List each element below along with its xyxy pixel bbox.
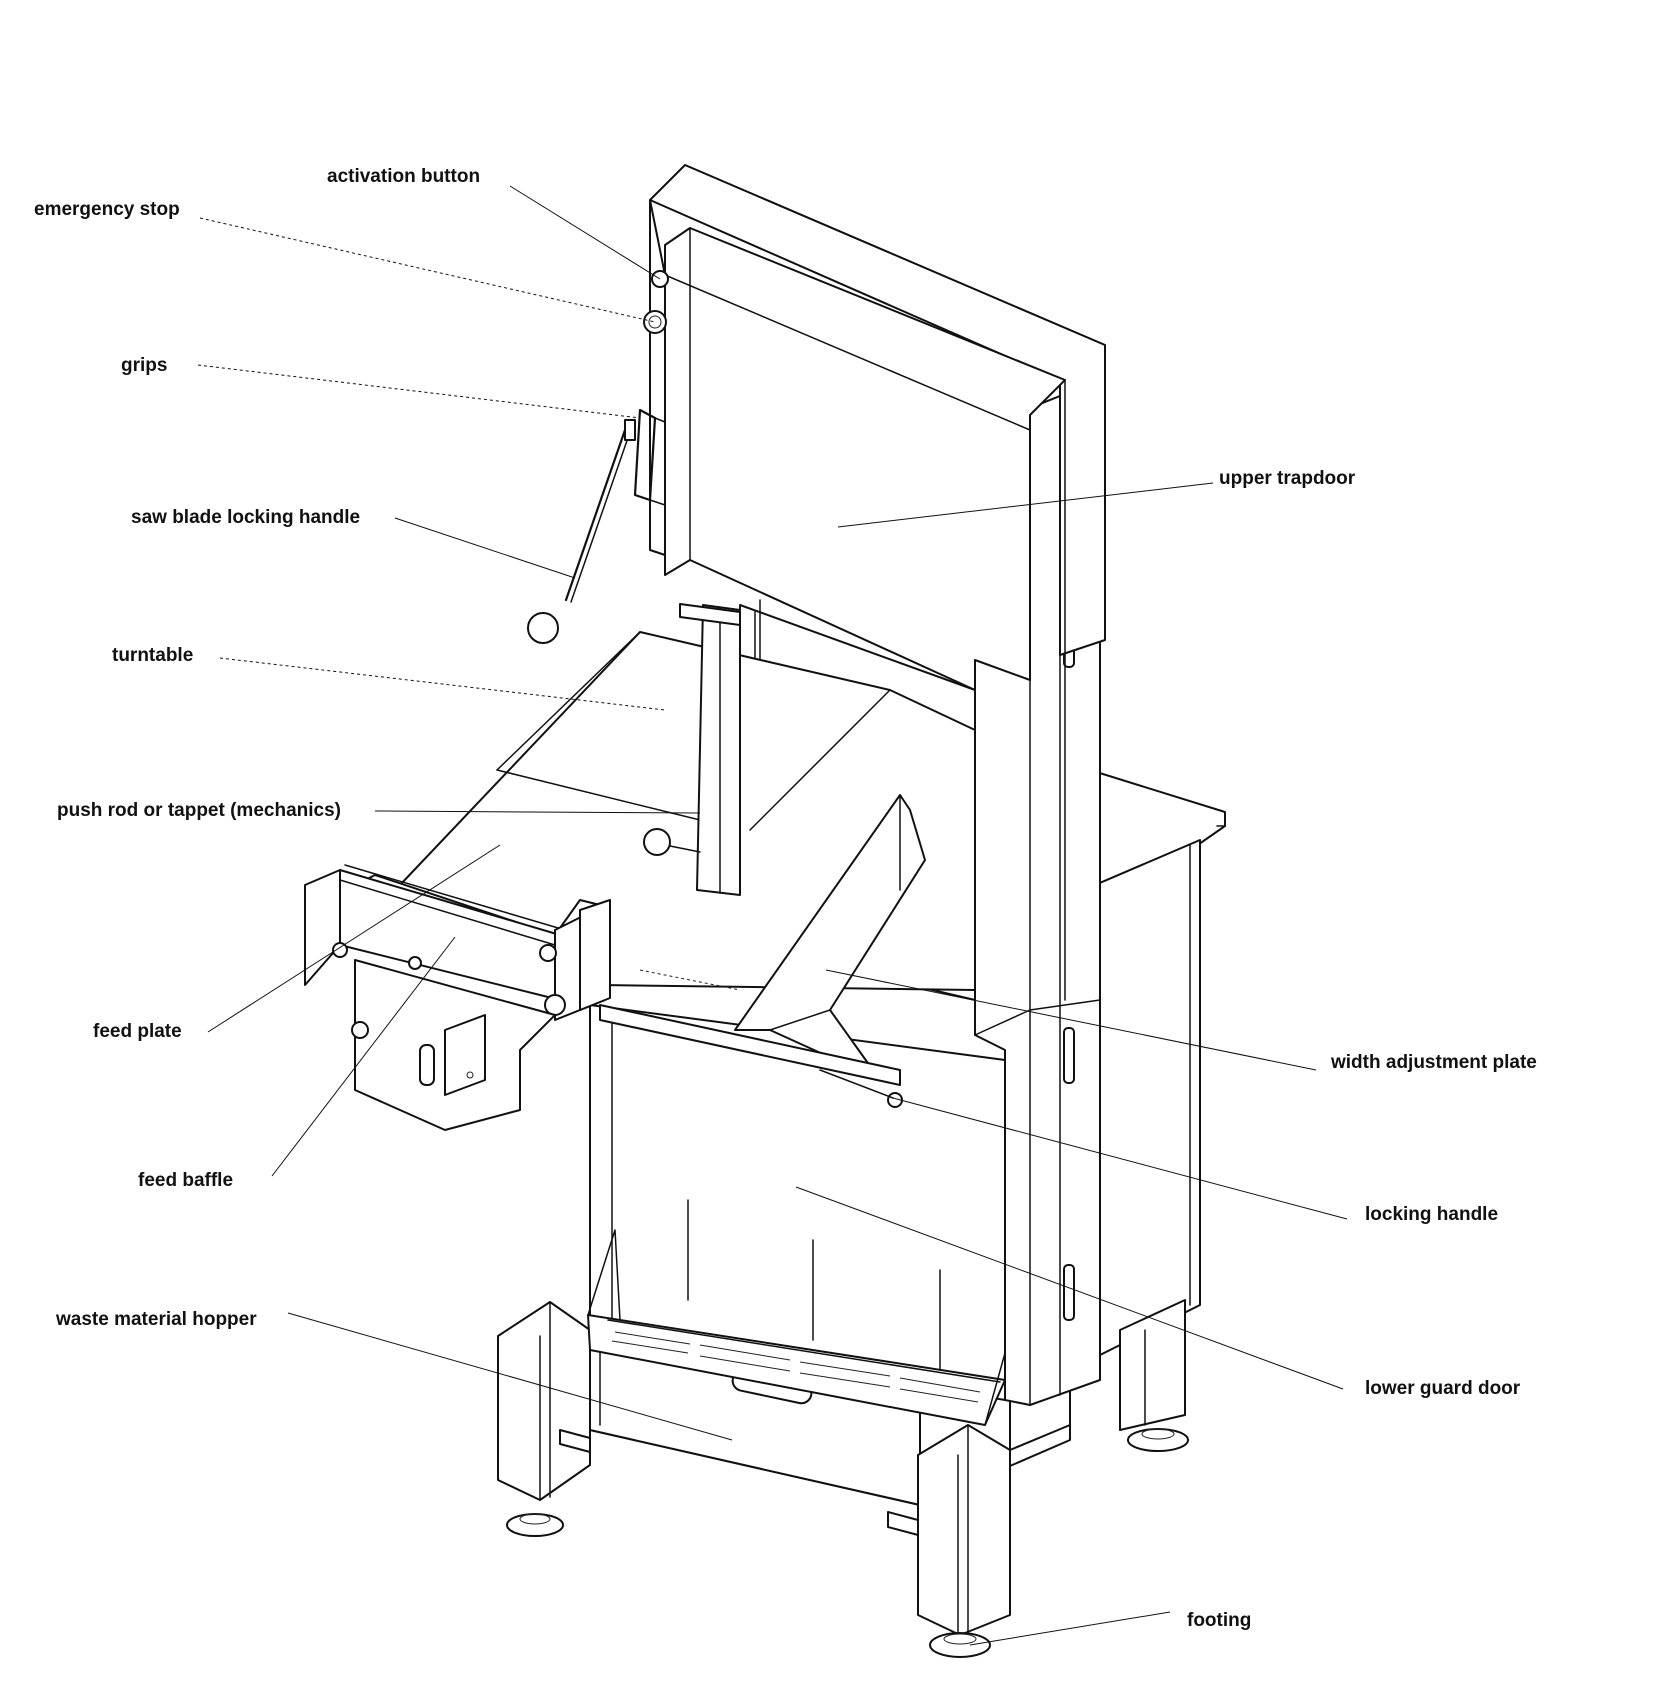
saw-blade-locking-handle-part xyxy=(527,419,636,644)
label-footing: footing xyxy=(1187,1610,1251,1631)
label-turntable: turntable xyxy=(112,645,193,666)
label-locking-handle: locking handle xyxy=(1365,1204,1498,1225)
label-feed-baffle: feed baffle xyxy=(138,1170,233,1191)
label-lower-guard-door: lower guard door xyxy=(1365,1378,1521,1399)
leader-upper-trapdoor xyxy=(837,482,1214,528)
leader-waste-material-hopper xyxy=(287,1312,733,1441)
front-left-leg xyxy=(497,1301,591,1537)
label-saw-blade-locking-handle: saw blade locking handle xyxy=(131,507,360,528)
label-feed-plate: feed plate xyxy=(93,1021,182,1042)
label-waste-material-hopper: waste material hopper xyxy=(55,1309,257,1330)
upper-trapdoor-panel xyxy=(664,227,1066,1001)
leader-saw-blade-locking-handle xyxy=(394,517,576,579)
upper-housing xyxy=(649,164,1106,656)
band-saw-illustration xyxy=(304,164,1226,1658)
label-push-rod: push rod or tappet (mechanics) xyxy=(57,800,341,821)
leader-lower-guard-door xyxy=(795,1186,1344,1390)
leader-push-rod xyxy=(374,810,701,814)
label-grips: grips xyxy=(121,355,167,376)
callout-labels: activation button emergency stop grips s… xyxy=(34,166,1537,1631)
leader-grips xyxy=(197,364,641,419)
waste-hopper-grate xyxy=(587,1229,1011,1426)
leader-footing xyxy=(969,1611,1171,1646)
leader-turntable xyxy=(219,657,666,711)
leader-activation-button xyxy=(509,185,661,280)
leader-width-adjustment-plate xyxy=(825,969,1317,1071)
leader-lines xyxy=(197,185,1348,1646)
leader-feed-baffle xyxy=(271,936,456,1177)
back-right-leg xyxy=(1119,1299,1189,1452)
label-width-adjustment-plate: width adjustment plate xyxy=(1330,1052,1537,1073)
grips-part xyxy=(633,408,666,506)
leader-locking-handle xyxy=(892,1097,1348,1220)
label-upper-trapdoor: upper trapdoor xyxy=(1219,468,1356,489)
control-buttons xyxy=(643,270,669,334)
label-activation-button: activation button xyxy=(327,166,480,187)
leader-feed-plate xyxy=(207,844,501,1033)
width-adjustment-fence xyxy=(599,794,926,1108)
push-rod-assembly xyxy=(643,603,741,896)
label-emergency-stop: emergency stop xyxy=(34,199,180,220)
